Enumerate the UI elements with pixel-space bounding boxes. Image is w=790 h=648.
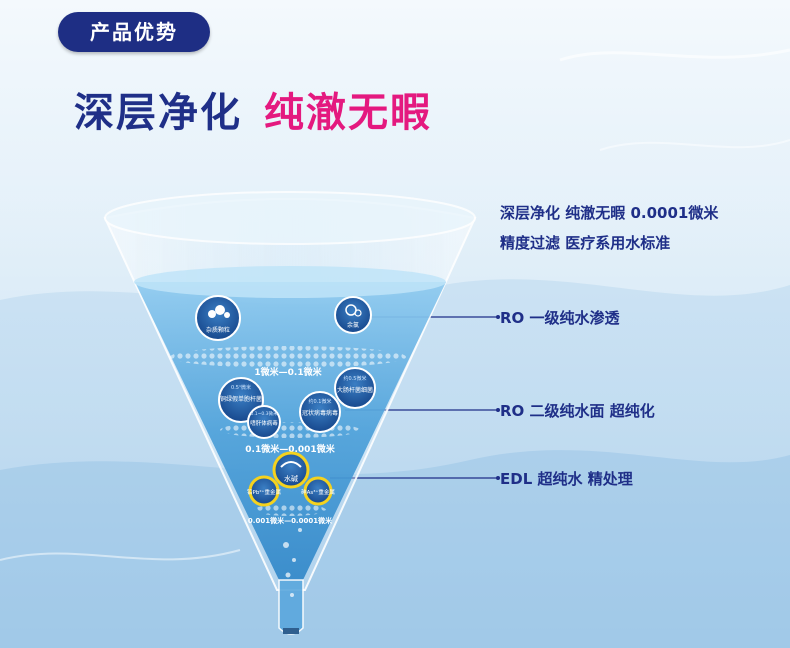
headline: 深层净化纯澈无暇 xyxy=(74,80,432,138)
label-edl-stage: EDL 超纯水 精处理 xyxy=(500,470,633,488)
headline-deep-purify: 深层净化 xyxy=(74,90,242,136)
svg-text:嗜肝体病毒: 嗜肝体病毒 xyxy=(250,419,278,427)
headline-pure-flawless: 纯澈无暇 xyxy=(264,90,432,136)
callout-dots xyxy=(496,315,500,480)
label-ro-stage-1: RO 一级纯水渗透 xyxy=(500,309,620,327)
filter-layer-2 xyxy=(220,422,360,438)
filter-layer-1 xyxy=(170,346,406,368)
lead-icon: 铅Pb²⁺重金属 xyxy=(247,475,281,507)
virus-icon: 约0.1微米 冠状病毒病毒 xyxy=(299,391,341,433)
size-label-1: 1微米—0.1微米 xyxy=(254,366,322,378)
arsenic-icon: 砷As³⁺重金属 xyxy=(301,476,335,506)
svg-text:水碱: 水碱 xyxy=(284,474,298,483)
svg-text:铜绿假单胞杆菌: 铜绿假单胞杆菌 xyxy=(220,395,262,403)
scale-icon: 水碱 xyxy=(272,451,310,489)
svg-text:0.1~0.3微米: 0.1~0.3微米 xyxy=(250,410,278,417)
chlorine-icon: 余氯 xyxy=(334,296,372,334)
svg-text:大肠杆菌细菌: 大肠杆菌细菌 xyxy=(337,386,373,394)
svg-text:杂质颗粒: 杂质颗粒 xyxy=(206,326,230,334)
svg-text:余氯: 余氯 xyxy=(347,321,359,329)
svg-text:冠状病毒病毒: 冠状病毒病毒 xyxy=(302,409,338,417)
svg-text:砷As³⁺重金属: 砷As³⁺重金属 xyxy=(301,488,335,496)
filter-layer-3 xyxy=(254,504,326,516)
size-label-2: 0.1微米—0.001微米 xyxy=(245,443,335,455)
impurity-icon: 杂质颗粒 xyxy=(195,295,241,341)
svg-text:0.5¹微米: 0.5¹微米 xyxy=(231,384,251,391)
svg-text:铅Pb²⁺重金属: 铅Pb²⁺重金属 xyxy=(247,488,281,496)
ecoli-icon: 约0.5微米 大肠杆菌细菌 xyxy=(334,367,376,409)
size-label-3: 0.001微米—0.0001微米 xyxy=(248,516,333,525)
intro-line-1: 深层净化 纯澈无暇 0.0001微米 xyxy=(500,204,719,222)
label-ro-stage-2: RO 二级纯水面 超纯化 xyxy=(500,402,655,420)
svg-text:约0.5微米: 约0.5微米 xyxy=(344,375,367,382)
intro-line-2: 精度过滤 医疗系用水标准 xyxy=(500,234,671,252)
svg-text:约0.1微米: 约0.1微米 xyxy=(309,398,332,405)
intro-text: 深层净化 纯澈无暇 0.0001微米 精度过滤 医疗系用水标准 xyxy=(500,198,718,258)
product-advantage-badge: 产品优势 xyxy=(58,12,210,52)
mycoplasma-icon: 0.1~0.3微米 嗜肝体病毒 xyxy=(247,405,281,439)
